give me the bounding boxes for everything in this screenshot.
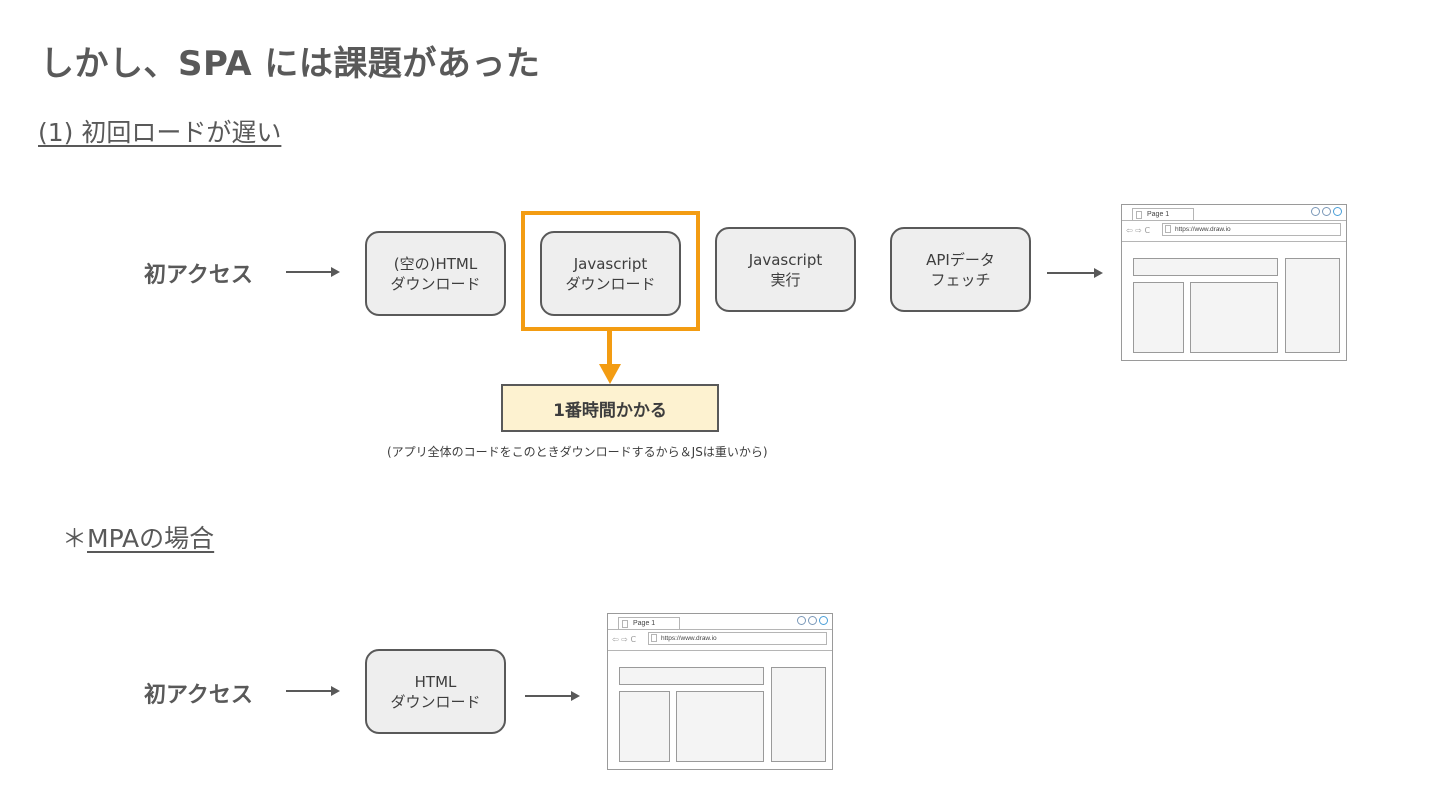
step-line2: ダウンロード: [390, 692, 481, 711]
address-bar: https://www.draw.io: [1162, 223, 1341, 236]
content-block: [1133, 258, 1278, 276]
step-line1: Javascript: [748, 250, 823, 269]
step-js-download: Javascript ダウンロード: [540, 231, 681, 316]
browser-tab: Page 1: [618, 617, 680, 629]
content-block: [676, 691, 764, 762]
flow-arrow: [286, 267, 340, 277]
address-bar: https://www.draw.io: [648, 632, 827, 645]
page-icon: [1136, 211, 1142, 219]
step-line2: ダウンロード: [390, 274, 481, 293]
callout-arrowhead: [598, 364, 621, 384]
browser-tab: Page 1: [1132, 208, 1194, 220]
callout-box: 1番時間かかる: [501, 384, 719, 432]
window-control-icon: [808, 616, 817, 625]
window-control-icon: [819, 616, 828, 625]
first-access-label: 初アクセス: [144, 263, 253, 288]
section1-heading: (1) 初回ロードが遅い: [38, 118, 282, 147]
flow-arrow: [525, 691, 580, 701]
page-icon: [1165, 225, 1171, 233]
content-block: [1133, 282, 1184, 353]
browser-tab-label: Page 1: [1147, 211, 1170, 218]
browser-nav-icons: ⇦ ⇨ C: [612, 635, 637, 644]
window-control-icon: [1311, 207, 1320, 216]
content-block: [1285, 258, 1340, 353]
address-bar-url: https://www.draw.io: [1175, 226, 1231, 233]
address-bar-url: https://www.draw.io: [661, 635, 717, 642]
browser-mockup: Page 1 ⇦ ⇨ C https://www.draw.io: [607, 613, 833, 770]
content-block: [619, 667, 764, 685]
asterisk-marker: ＊: [62, 524, 88, 553]
content-block: [771, 667, 826, 762]
content-block: [619, 691, 670, 762]
flow-arrow: [286, 686, 340, 696]
callout-arrow: [607, 331, 612, 367]
browser-mockup: Page 1 ⇦ ⇨ C https://www.draw.io: [1121, 204, 1347, 361]
browser-nav-icons: ⇦ ⇨ C: [1126, 226, 1151, 235]
bottleneck-highlight: [521, 211, 700, 331]
content-block: [1190, 282, 1278, 353]
step-line2: ダウンロード: [565, 274, 656, 293]
step-js-execute: Javascript 実行: [715, 227, 856, 312]
section2-heading: MPAの場合: [87, 524, 215, 553]
step-html-download-mpa: HTML ダウンロード: [365, 649, 506, 734]
page-title: しかし、SPA には課題があった: [40, 44, 541, 84]
step-api-fetch: APIデータ フェッチ: [890, 227, 1031, 312]
window-control-icon: [1322, 207, 1331, 216]
step-line1: HTML: [414, 672, 457, 691]
step-line2: フェッチ: [930, 270, 991, 289]
window-control-icon: [1333, 207, 1342, 216]
callout-note: (アプリ全体のコードをこのときダウンロードするから＆JSは重いから): [387, 445, 768, 459]
step-html-download: (空の)HTML ダウンロード: [365, 231, 506, 316]
browser-tab-label: Page 1: [633, 620, 656, 627]
step-line1: APIデータ: [926, 250, 995, 269]
step-line1: Javascript: [573, 254, 648, 273]
first-access-label: 初アクセス: [144, 683, 253, 708]
page-icon: [651, 634, 657, 642]
step-line1: (空の)HTML: [393, 254, 478, 273]
window-control-icon: [797, 616, 806, 625]
section2-heading-row: ＊MPAの場合: [62, 519, 214, 555]
page-icon: [622, 620, 628, 628]
step-line2: 実行: [770, 270, 801, 289]
flow-arrow: [1047, 268, 1103, 278]
